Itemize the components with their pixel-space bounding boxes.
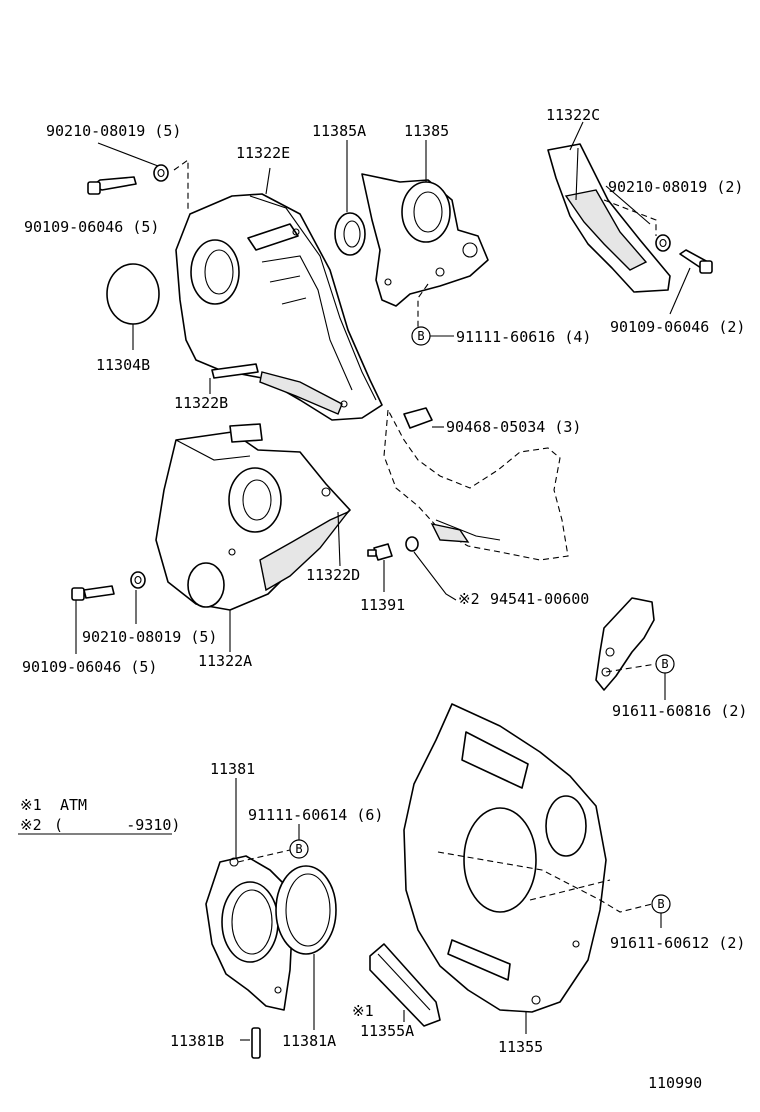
cover-11322A [155, 423, 351, 611]
bolt-90109-06046-right [679, 249, 713, 274]
svg-text:B: B [417, 329, 424, 343]
label-90109-06046-mid: 90109-06046 (5) [22, 658, 157, 676]
label-11322B: 11322B [174, 394, 228, 412]
label-11304B: 11304B [96, 356, 150, 374]
label-11391: 11391 [360, 596, 405, 614]
gasket-11322B [211, 363, 259, 379]
label-91611-60612: 91611-60612 (2) [610, 934, 745, 952]
legend-note1-text: ATM [60, 796, 87, 814]
label-11355A: 11355A [360, 1022, 414, 1040]
sensor-11391 [367, 543, 393, 561]
cover-11322C [547, 143, 671, 293]
timing-cover-11322E [175, 193, 383, 421]
label-11385: 11385 [404, 122, 449, 140]
label-11381B: 11381B [170, 1032, 224, 1050]
svg-text:B: B [661, 657, 668, 671]
engine-block-outline [383, 408, 569, 561]
legend-note2-text: ( -9310) [54, 816, 180, 834]
label-11322C: 11322C [546, 106, 600, 124]
oil-seal-11385A [334, 212, 366, 256]
diagram-id: 110990 [648, 1074, 702, 1092]
label-11381: 11381 [210, 760, 255, 778]
label-11355: 11355 [498, 1038, 543, 1056]
label-11322D: 11322D [306, 566, 360, 584]
retainer-11381 [205, 855, 293, 1011]
legend-note2-mark: ※2 [20, 816, 42, 834]
label-90210-08019-top: 90210-08019 (5) [46, 122, 181, 140]
callout-b-91111-60614: B [289, 839, 309, 859]
washer-90210-08019-top [153, 164, 169, 182]
label-90109-06046-right: 90109-06046 (2) [610, 318, 745, 336]
label-11385A: 11385A [312, 122, 366, 140]
washer-90210-08019-right [655, 234, 671, 252]
label-94541-mark: ※2 [458, 590, 480, 608]
label-91111-60614: 91111-60614 (6) [248, 806, 383, 824]
label-90109-06046-top: 90109-06046 (5) [24, 218, 159, 236]
oil-seal-11381A [275, 865, 337, 955]
dowel-11381B [251, 1027, 261, 1059]
gasket-94541-00600 [405, 536, 419, 552]
bracket-91611-60816 [595, 597, 655, 691]
svg-text:B: B [295, 842, 302, 856]
callout-b-91611-60612: B [651, 894, 671, 914]
label-90210-08019-mid: 90210-08019 (5) [82, 628, 217, 646]
label-91111-60616: 91111-60616 (4) [456, 328, 591, 346]
end-plate-11355 [403, 703, 607, 1013]
clip-90468-05034 [403, 407, 433, 429]
svg-text:B: B [657, 897, 664, 911]
label-90210-08019-right: 90210-08019 (2) [608, 178, 743, 196]
label-11381A: 11381A [282, 1032, 336, 1050]
label-11355A-mark: ※1 [352, 1002, 374, 1020]
legend-note1-mark: ※1 [20, 796, 42, 814]
callout-b-91611-60816: B [655, 654, 675, 674]
label-91611-60816: 91611-60816 (2) [612, 702, 747, 720]
label-11322A: 11322A [198, 652, 252, 670]
plug-11304B [106, 263, 160, 325]
callout-b-91111-60616: B [411, 326, 431, 346]
bracket-11385 [361, 173, 489, 307]
washer-90210-08019-mid [130, 571, 146, 589]
bolt-90109-06046-top [87, 176, 137, 195]
label-11322E: 11322E [236, 144, 290, 162]
label-94541-00600: 94541-00600 [490, 590, 589, 608]
label-90468-05034: 90468-05034 (3) [446, 418, 581, 436]
cover-plate-11355A [369, 943, 441, 1027]
bolt-90109-06046-mid [71, 585, 115, 601]
